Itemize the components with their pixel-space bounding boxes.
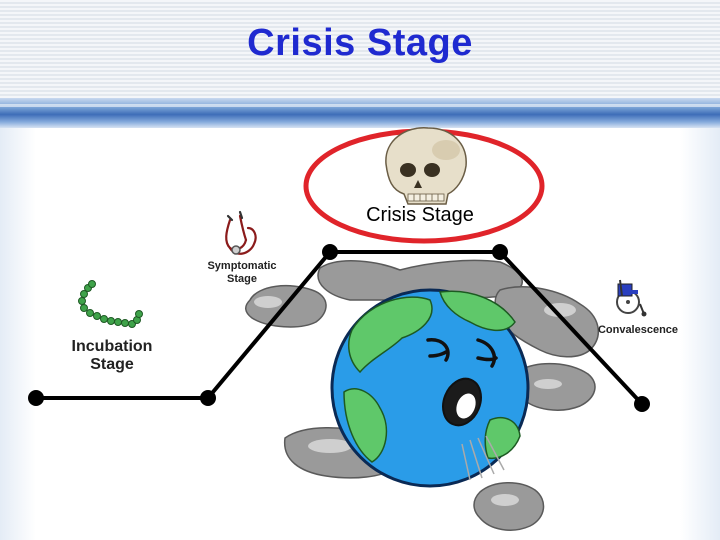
stage-node-symptomatic-start xyxy=(200,390,216,406)
header-background xyxy=(0,0,720,98)
left-side-shade xyxy=(0,128,36,540)
smoke-clouds xyxy=(245,259,600,531)
title-decoration-highlight xyxy=(0,104,720,107)
title-decoration-bar xyxy=(0,98,720,128)
stage-node-convalescence-end xyxy=(634,396,650,412)
stage-node-crisis-end xyxy=(492,244,508,260)
stage-node-incubation-start xyxy=(28,390,44,406)
bacteria-chain-icon xyxy=(78,280,143,328)
incubation-stage-label: Incubation Stage xyxy=(52,338,172,375)
stethoscope-icon xyxy=(225,210,257,255)
incubation-label-line2: Stage xyxy=(90,356,134,374)
symptomatic-label-line2: Stage xyxy=(227,272,257,285)
symptomatic-label-line1: Symptomatic xyxy=(207,260,277,272)
symptomatic-stage-label: Symptomatic Stage xyxy=(192,260,292,285)
slide-title: Crisis Stage xyxy=(247,22,473,64)
right-side-shade xyxy=(680,128,720,540)
incubation-label-line1: Incubation xyxy=(71,338,153,355)
crisis-stage-label: Crisis Stage xyxy=(366,204,474,226)
breath-lines xyxy=(461,435,505,481)
skull-icon xyxy=(385,127,467,205)
stage-path xyxy=(28,244,650,412)
convalescence-stage-label: Convalescence xyxy=(597,324,679,336)
wheelchair-icon xyxy=(616,279,647,317)
stage-node-crisis-start xyxy=(322,244,338,260)
sick-earth-icon xyxy=(330,288,530,488)
